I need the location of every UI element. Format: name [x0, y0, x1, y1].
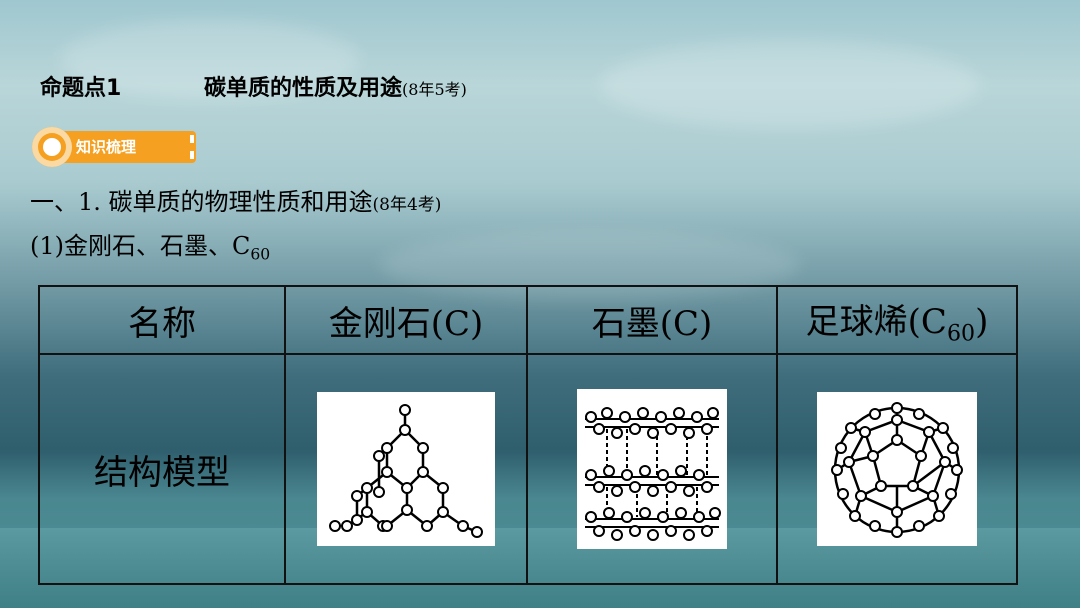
knowledge-badge: 知识梳理: [32, 127, 196, 167]
fullerene-cell: [776, 353, 1018, 585]
section-title: 一、1. 碳单质的物理性质和用途(8年4考): [30, 188, 442, 216]
section-note: (8年4考): [372, 195, 442, 215]
topic-number: 命题点1: [40, 76, 122, 101]
badge-circle-icon: [32, 127, 72, 167]
header-diamond: 金刚石(C): [284, 285, 528, 355]
row-label: 结构模型: [38, 353, 286, 585]
header-name: 名称: [38, 285, 286, 355]
subsection-title: (1)金刚石、石墨、C60: [30, 232, 271, 264]
header-graphite: 石墨(C): [526, 285, 778, 355]
topic-note: (8年5考): [402, 80, 467, 99]
table-row: 结构模型: [38, 353, 1018, 585]
fullerene-structure-icon: [817, 392, 977, 546]
page-heading: 命题点1 碳单质的性质及用途(8年5考): [40, 70, 467, 102]
table-header-row: 名称 金刚石(C) 石墨(C) 足球烯(C60): [38, 285, 1018, 355]
graphite-cell: [526, 353, 778, 585]
diamond-cell: [284, 353, 528, 585]
header-fullerene: 足球烯(C60): [776, 285, 1018, 355]
diamond-structure-icon: [317, 392, 495, 546]
carbon-table: 名称 金刚石(C) 石墨(C) 足球烯(C60) 结构模型: [38, 285, 1018, 585]
badge-label: 知识梳理: [76, 138, 137, 156]
topic-title: 碳单质的性质及用途: [204, 76, 403, 101]
graphite-structure-icon: [577, 389, 727, 549]
